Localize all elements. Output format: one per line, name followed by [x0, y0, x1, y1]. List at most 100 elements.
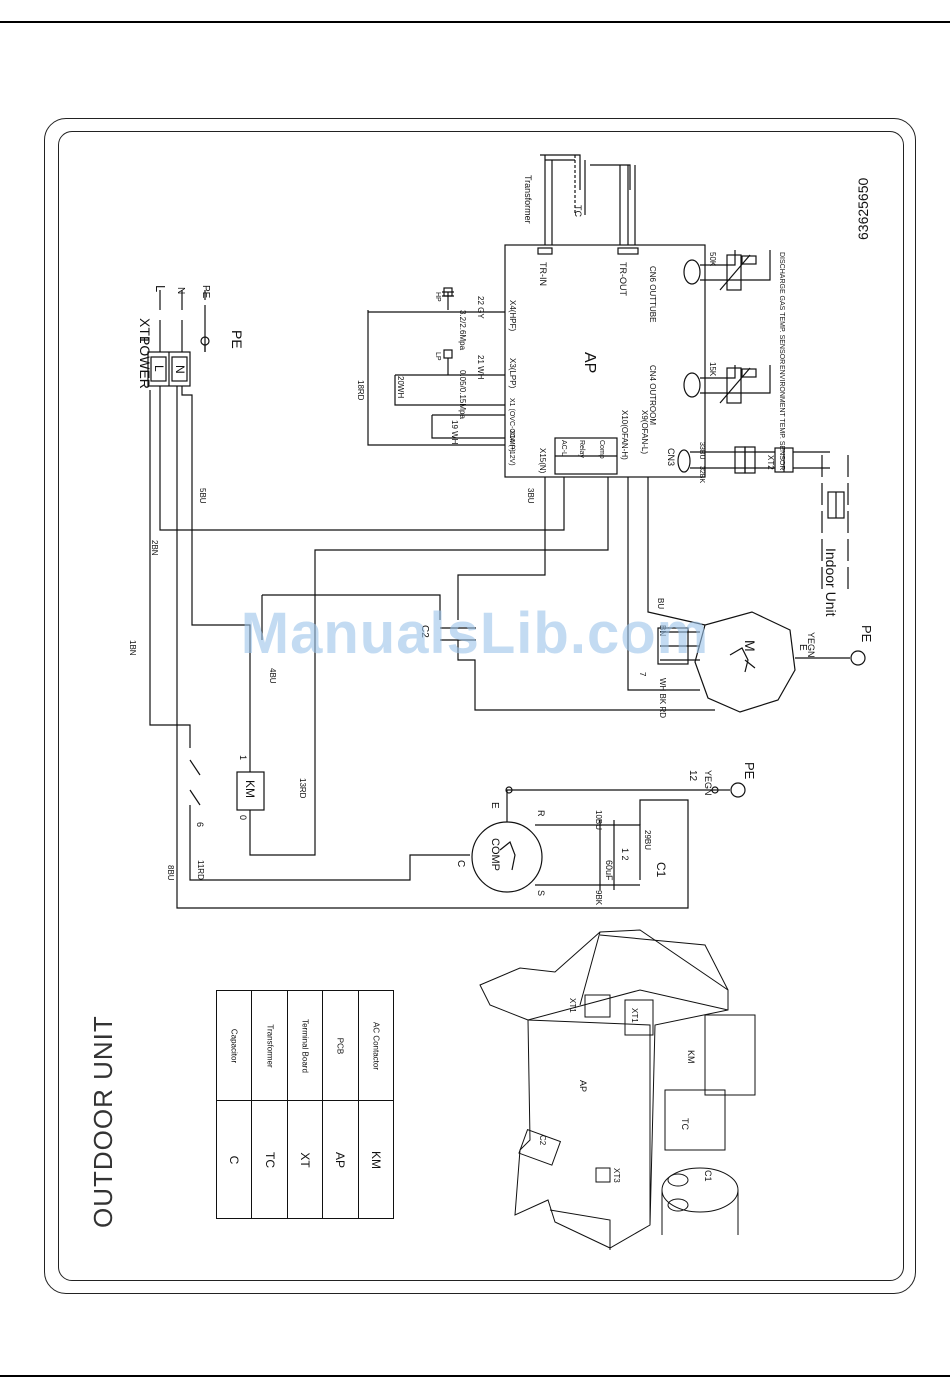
diagram-label: LP: [434, 352, 441, 361]
diagram-label: 1: [238, 755, 248, 760]
transformer-coil: [544, 155, 636, 245]
diagram-label: X1 (OVC-COMP): [508, 398, 515, 452]
diagram-label: AP: [578, 1080, 588, 1092]
diagram-label: 15K: [708, 362, 717, 377]
diagram-label: N: [175, 287, 186, 294]
diagram-label: X4(HPF): [508, 300, 517, 331]
bottom-rule: [0, 1375, 950, 1377]
diagram-label: 21 WH: [476, 355, 485, 380]
legend-desc-pcb: PCB: [322, 990, 359, 1101]
parts-drawing: [479, 929, 756, 1250]
diagram-label: WH BK RD: [658, 678, 667, 718]
diagram-label: 18RD: [356, 380, 365, 401]
diagram-label: 5BU: [198, 488, 207, 504]
diagram-label: 2BN: [150, 540, 159, 556]
legend-table: Capacitor Transformer Terminal Board PCB…: [215, 990, 395, 1219]
inner-frame: [58, 131, 904, 1281]
legend-desc-contactor: AC Contactor: [357, 990, 395, 1101]
diagram-label: 33BU: [698, 442, 705, 460]
diagram-label: ENVIRONMENT TEMP. SENSOR: [778, 365, 785, 470]
diagram-label: TR-OUT: [618, 262, 628, 296]
diagram-label: M: [742, 640, 758, 652]
legend-desc-capacitor: Capacitor: [215, 990, 253, 1101]
diagram-label: E: [797, 644, 808, 651]
diagram-label: Indoor Unit: [823, 548, 839, 617]
doc-number: 63625650: [855, 177, 871, 240]
diagram-label: TC: [680, 1118, 690, 1130]
diagram-label: YEGN: [703, 770, 713, 796]
diagram-label: X14 (+12V): [508, 430, 515, 466]
compressor: [471, 821, 543, 893]
diagram-label: L: [153, 285, 168, 292]
outer-frame: [44, 118, 916, 1294]
legend-code-km: KM: [357, 1100, 395, 1219]
diagram-label: 1 2: [620, 848, 630, 861]
diagram-label: C2: [419, 625, 430, 638]
diagram-label: XT2: [766, 455, 775, 470]
diagram-label: 13RD: [298, 778, 307, 799]
diagram-label: CN6 OUTTUBE: [648, 266, 657, 322]
watermark: ManualsLib.com: [240, 601, 710, 666]
legend-desc-terminal-board: Terminal Board: [286, 990, 324, 1101]
top-rule: [0, 21, 950, 23]
ap-pcb-board: [504, 244, 706, 478]
diagram-label: CN4 OUTROOM: [648, 365, 657, 425]
diagram-label: 12: [687, 770, 698, 782]
diagram-label: Transformer: [523, 175, 533, 224]
diagram-label: PE: [200, 285, 211, 299]
diagram-label: 50K: [708, 252, 717, 267]
diagram-label: R: [536, 810, 546, 817]
diagram-label: KM: [243, 780, 257, 798]
diagram-label: TC: [573, 205, 583, 217]
diagram-label: PE: [859, 625, 874, 643]
diagram-label: KM: [686, 1050, 696, 1064]
legend-code-tc: TC: [251, 1100, 288, 1219]
legend-desc-transformer: Transformer: [251, 990, 288, 1101]
diagram-label: 19 WH: [450, 420, 459, 445]
diagram-label: 3.2/2.6Mpa: [458, 310, 467, 351]
diagram-label: HP: [434, 292, 441, 302]
diagram-label: BN: [658, 625, 667, 636]
diagram-label: 29BU: [643, 830, 652, 850]
diagram-label: C1: [703, 1170, 713, 1182]
diagram-label: AP: [581, 352, 598, 373]
fan-motor: [694, 611, 796, 713]
diagram-label: 10BU: [594, 810, 603, 830]
diagram-label: YEGN: [806, 632, 816, 658]
diagram-label: XT1: [630, 1008, 639, 1023]
diagram-label: 20WH: [396, 376, 405, 398]
diagram-label: AC-L: [560, 440, 567, 456]
diagram-label: 1BN: [128, 640, 137, 656]
diagram-label: 22 GY: [476, 296, 485, 319]
diagram-label: XT1: [568, 998, 577, 1013]
diagram-label: Comp: [598, 440, 605, 459]
diagram-label: TR-IN: [538, 262, 548, 286]
legend-code-c: C: [215, 1100, 253, 1219]
diagram-label: 32BK: [698, 466, 705, 483]
diagram-label: PE: [229, 330, 245, 349]
diagram-label: DISCHARGE GAS TEMP. SENSOR: [778, 252, 785, 364]
diagram-label: S: [536, 890, 546, 896]
diagram-label: Relay: [578, 440, 585, 458]
diagram-label: X10(OFAN-H): [620, 410, 629, 460]
diagram-label: 9BK: [594, 890, 603, 906]
diagram-label: C2: [538, 1135, 547, 1146]
diagram-label: X15(N): [538, 448, 547, 474]
diagram-label: N: [173, 365, 187, 374]
diagram-label: C1: [654, 862, 668, 878]
outdoor-unit-title: OUTDOOR UNIT: [88, 1015, 118, 1228]
legend-code-xt: XT: [286, 1100, 324, 1219]
diagram-label: PE: [742, 762, 757, 780]
diagram-label: X3(LPP): [508, 358, 517, 389]
legend-code-ap: AP: [322, 1100, 359, 1219]
diagram-label: C: [455, 860, 466, 867]
diagram-label: CN3: [666, 448, 676, 466]
diagram-label: L: [152, 365, 166, 372]
diagram-label: 7: [638, 672, 647, 677]
diagram-label: 6: [195, 822, 205, 827]
diagram-label: 4BU: [268, 668, 277, 684]
diagram-label: 8BU: [166, 865, 175, 881]
diagram-label: XT3: [612, 1168, 621, 1183]
diagram-label: XT1: [137, 318, 153, 344]
